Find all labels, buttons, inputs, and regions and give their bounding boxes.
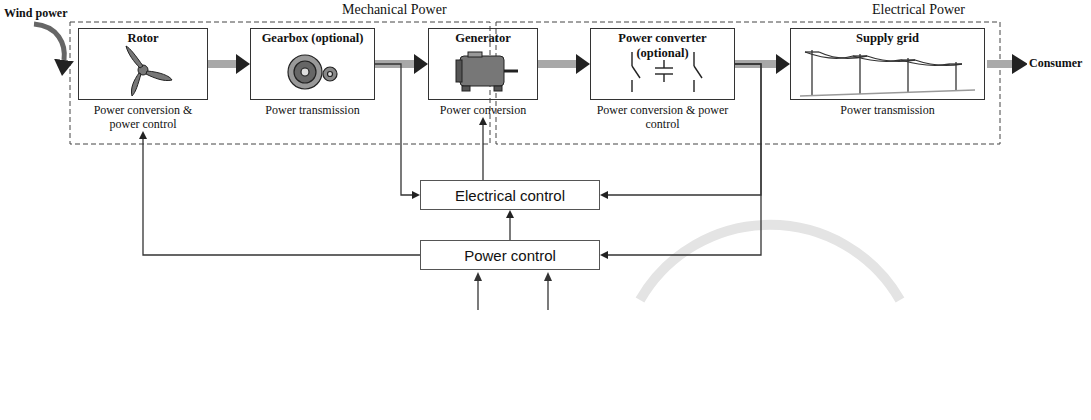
block-heading: Rotor <box>79 29 207 46</box>
grid-block: Supply gridPower transmission <box>790 28 985 117</box>
watermark-arc <box>640 225 900 300</box>
control-signal-line <box>608 64 761 195</box>
power-flow-arrow <box>208 60 236 68</box>
mechanical-region <box>70 22 490 144</box>
generator-icon <box>456 52 518 91</box>
gearbox-icon <box>288 55 337 89</box>
block-heading: Generator <box>429 29 537 46</box>
control-signal-line <box>143 139 420 255</box>
block-caption: Power conversion & power control <box>78 100 208 131</box>
region-label: Mechanical Power <box>340 2 449 18</box>
control-signal-line <box>482 125 483 180</box>
region-label: Wind power <box>2 6 69 21</box>
block-heading: Power converter (optional) <box>591 29 734 61</box>
block-frame: Generator <box>428 28 538 100</box>
input-head <box>544 272 552 281</box>
block-frame: Power converter (optional) <box>590 28 735 100</box>
rotor-block: RotorPower conversion & power control <box>78 28 208 131</box>
region-label: Consumer <box>1027 56 1084 71</box>
gearbox-block: Gearbox (optional) Power transmission <box>250 28 375 117</box>
block-frame: Supply grid <box>790 28 985 100</box>
control-label: Electrical control <box>455 187 565 204</box>
block-caption: Power transmission <box>790 100 985 117</box>
consumer-arrow <box>987 60 1012 68</box>
region-label: Electrical Power <box>870 2 967 18</box>
block-heading: Supply grid <box>791 29 984 46</box>
control-signal-line <box>608 64 761 255</box>
generator-block: GeneratorPower conversion <box>428 28 538 117</box>
rotor-icon <box>126 46 172 96</box>
control-signal-line <box>375 64 412 195</box>
wind-arrow <box>34 24 64 60</box>
input-line <box>547 280 548 310</box>
block-caption: Power transmission <box>250 100 375 117</box>
block-frame: Rotor <box>78 28 208 100</box>
input-head <box>474 272 482 281</box>
control-signal-line <box>509 218 510 240</box>
block-heading: Gearbox (optional) <box>251 29 374 46</box>
control-box: Electrical control <box>420 180 600 210</box>
block-caption: Power conversion <box>428 100 538 117</box>
electrical-region <box>496 22 1000 144</box>
block-frame: Gearbox (optional) <box>250 28 375 100</box>
power-flow-arrow <box>538 60 576 68</box>
converter-block: Power converter (optional) Power conversi… <box>590 28 735 131</box>
control-label: Power control <box>464 247 556 264</box>
block-caption: Power conversion & power control <box>590 100 735 131</box>
input-line <box>477 280 478 310</box>
grid-icon <box>800 50 975 96</box>
control-box: Power control <box>420 240 600 270</box>
